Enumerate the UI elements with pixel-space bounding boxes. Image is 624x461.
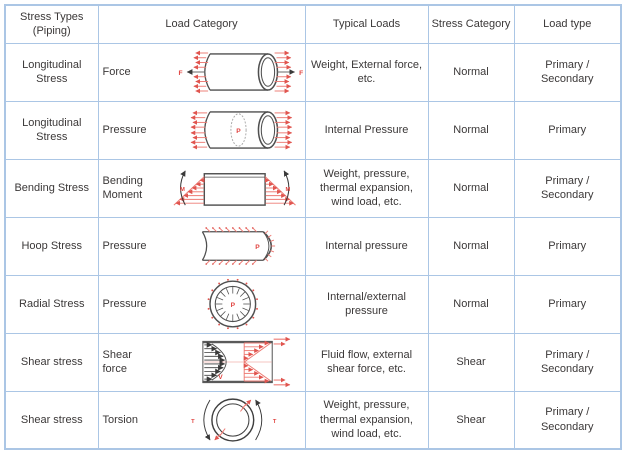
load-type-cell: Primary / Secondary (513, 332, 622, 392)
typical-loads-cell: Internal/external pressure (304, 274, 429, 334)
stress-category-cell: Normal (427, 100, 515, 160)
header-load-category: Load Category (97, 4, 306, 44)
typical-loads-cell: Weight, pressure, thermal expansion, win… (304, 390, 429, 450)
table-row: Radial Stress Pressure (4, 274, 622, 334)
load-type-cell: Primary / Secondary (513, 158, 622, 218)
table-row: Longitudinal Stress Force (4, 42, 622, 102)
table-row: Bending Stress Bending Moment (4, 158, 622, 218)
torsion-label: T (191, 419, 195, 425)
stress-type-cell: Bending Stress (4, 158, 99, 218)
moment-label: M (285, 187, 290, 193)
typical-loads-cell: Weight, pressure, thermal expansion, win… (304, 158, 429, 218)
load-category-cell: Bending Moment (97, 158, 306, 218)
table-row: Shear stress Shear force (4, 332, 622, 392)
stress-category-cell: Shear (427, 390, 515, 450)
header-row: Stress Types (Piping) Load Category Typi… (4, 4, 622, 44)
table-row: Hoop Stress Pressure (4, 216, 622, 276)
table-row: Shear stress Torsion (4, 390, 622, 450)
typical-loads-cell: Weight, External force, etc. (304, 42, 429, 102)
typical-loads-cell: Internal Pressure (304, 100, 429, 160)
pipe-hoop-pressure-diagram: P (201, 227, 275, 265)
stress-type-cell: Longitudinal Stress (4, 42, 99, 102)
piping-stress-types-table: Stress Types (Piping) Load Category Typi… (4, 4, 622, 450)
stress-category-cell: Normal (427, 274, 515, 334)
load-category-label: Torsion (102, 413, 138, 426)
header-typical-loads: Typical Loads (304, 4, 429, 44)
table-row: Longitudinal Stress Pressure (4, 100, 622, 160)
pipe-axial-force-diagram: F F (178, 50, 303, 94)
load-category-cell: Pressure (97, 216, 306, 276)
load-category-cell: Pressure (97, 100, 306, 160)
table-header: Stress Types (Piping) Load Category Typi… (4, 4, 622, 44)
load-category-label: Pressure (102, 123, 147, 136)
pipe-longitudinal-pressure-diagram: P (190, 110, 292, 150)
header-load-type: Load type (513, 4, 622, 44)
load-type-cell: Primary (513, 216, 622, 276)
moment-label: M (180, 187, 185, 193)
pressure-label: P (255, 244, 260, 251)
typical-loads-cell: Fluid flow, external shear force, etc. (304, 332, 429, 392)
load-category-cell: Shear force (97, 332, 306, 392)
load-type-cell: Primary (513, 274, 622, 334)
beam-bending-moment-diagram: M M (173, 170, 296, 206)
stress-category-cell: Shear (427, 332, 515, 392)
pressure-label: P (236, 128, 241, 135)
stress-type-cell: Hoop Stress (4, 216, 99, 276)
torsion-label: T (272, 419, 276, 425)
pressure-label: P (230, 302, 235, 309)
stress-type-cell: Shear stress (4, 332, 99, 392)
load-type-cell: Primary / Secondary (513, 42, 622, 102)
load-category-label: Bending Moment (102, 174, 143, 201)
load-category-label: Pressure (102, 239, 147, 252)
shear-velocity-profile-diagram: V (201, 336, 290, 388)
force-label: F (178, 70, 182, 77)
stress-type-cell: Longitudinal Stress (4, 100, 99, 160)
load-category-cell: Force (97, 42, 306, 102)
pipe-torsion-diagram: T T (191, 398, 276, 442)
stress-category-cell: Normal (427, 216, 515, 276)
stress-type-cell: Radial Stress (4, 274, 99, 334)
load-category-label: Pressure (102, 297, 147, 310)
load-type-cell: Primary (513, 100, 622, 160)
load-category-label: Force (102, 65, 131, 78)
load-category-cell: Torsion T (97, 390, 306, 450)
typical-loads-cell: Internal pressure (304, 216, 429, 276)
load-category-label: Shear force (102, 348, 132, 375)
stress-type-cell: Shear stress (4, 390, 99, 450)
load-category-cell: Pressure (97, 274, 306, 334)
stress-category-cell: Normal (427, 42, 515, 102)
header-stress-category: Stress Category (427, 4, 515, 44)
pipe-cross-section-radial-pressure-diagram: P (207, 278, 258, 330)
stress-category-cell: Normal (427, 158, 515, 218)
header-stress-types: Stress Types (Piping) (4, 4, 99, 44)
shear-force-label: V (218, 374, 223, 381)
force-label: F (299, 70, 303, 77)
load-type-cell: Primary / Secondary (513, 390, 622, 450)
